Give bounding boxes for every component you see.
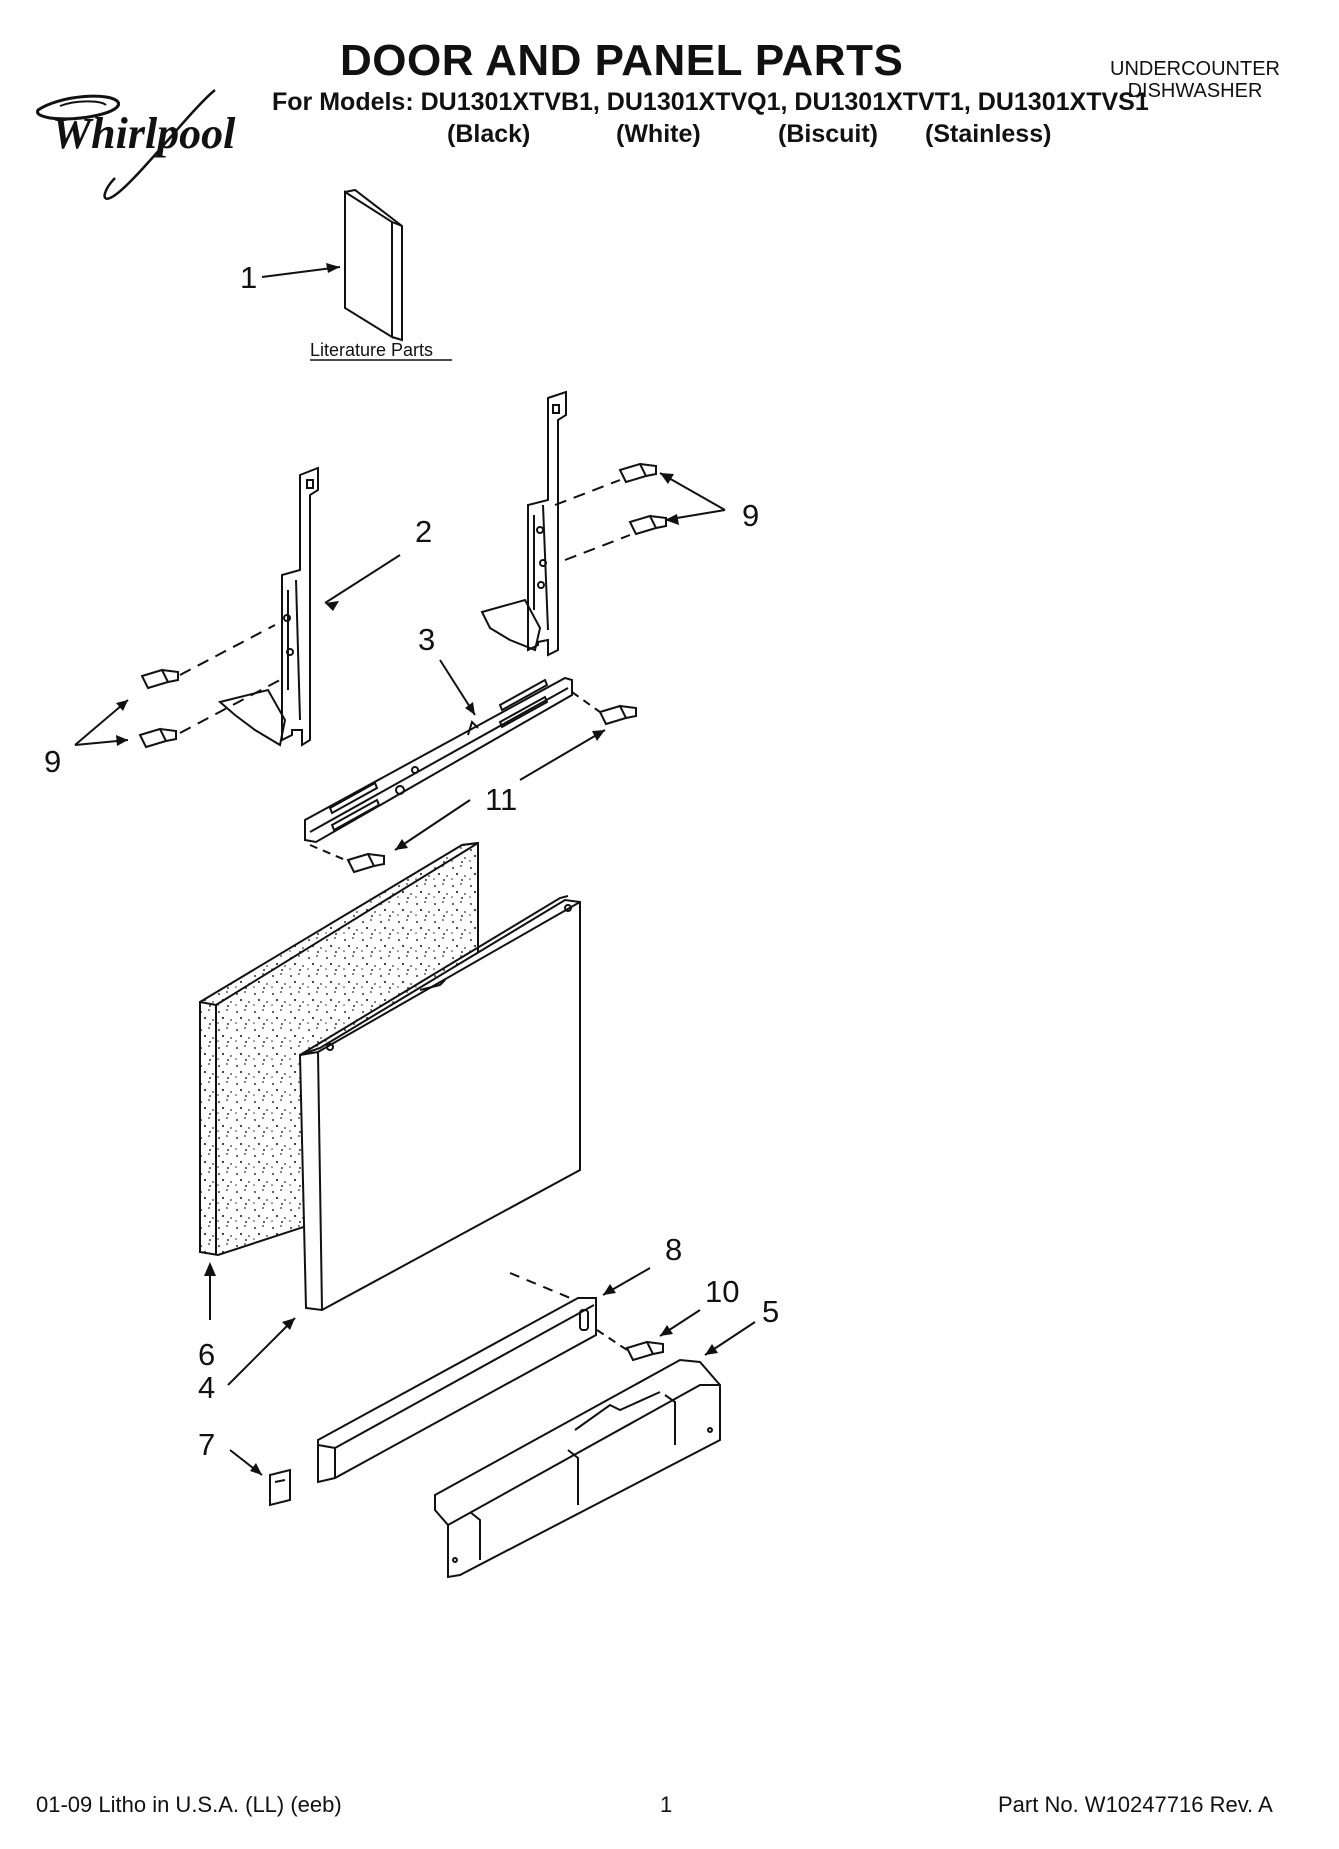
brand-logo-swoosh <box>36 89 216 200</box>
callout-3: 3 <box>418 622 435 657</box>
brand-logo: Whirlpool <box>52 109 236 158</box>
literature-parts-caption: Literature Parts <box>310 340 433 360</box>
callout-11: 11 <box>485 782 517 817</box>
door-panel <box>298 895 581 1312</box>
finish-biscuit: (Biscuit) <box>778 120 878 148</box>
hinge-bracket-left <box>217 466 319 747</box>
screw-left-lower <box>138 727 177 749</box>
leader-1 <box>261 266 341 278</box>
finish-white: (White) <box>616 120 701 148</box>
finish-stainless: (Stainless) <box>925 120 1052 148</box>
literature-book <box>344 188 403 342</box>
callout-5: 5 <box>762 1294 779 1329</box>
mounting-bracket <box>304 676 573 844</box>
hinge-bracket-right <box>480 390 567 657</box>
callout-1: 1 <box>240 260 257 295</box>
finish-black: (Black) <box>447 120 531 148</box>
callout-6: 6 <box>198 1337 215 1372</box>
callout-4: 4 <box>198 1370 215 1405</box>
screw-right-lower <box>628 514 667 536</box>
page-number: 1 <box>660 1792 673 1817</box>
part-number: Part No. W10247716 Rev. A <box>998 1792 1273 1817</box>
page-title: DOOR AND PANEL PARTS <box>340 36 904 85</box>
screw-left-upper <box>140 668 179 690</box>
screw-bracket-right <box>598 704 637 726</box>
toe-panel-clip <box>269 1468 291 1507</box>
screw-toe-panel <box>625 1340 664 1362</box>
callout-8: 8 <box>665 1232 682 1267</box>
product-type-line2: DISHWASHER <box>1127 80 1263 102</box>
toe-panel <box>317 1297 597 1484</box>
callout-9-left: 9 <box>44 744 61 779</box>
callout-10: 10 <box>705 1274 739 1309</box>
model-list: For Models: DU1301XTVB1, DU1301XTVQ1, DU… <box>272 88 1149 116</box>
screw-right-upper <box>618 462 657 484</box>
kickplate-bracket <box>434 1358 721 1579</box>
callout-2: 2 <box>415 514 432 549</box>
screw-bracket-left <box>346 852 385 874</box>
product-type: UNDERCOUNTER DISHWASHER <box>1085 58 1305 102</box>
callout-7: 7 <box>198 1427 215 1462</box>
product-type-line1: UNDERCOUNTER <box>1110 58 1280 80</box>
litho-info: 01-09 Litho in U.S.A. (LL) (eeb) <box>36 1792 342 1817</box>
callout-9-right: 9 <box>742 498 759 533</box>
